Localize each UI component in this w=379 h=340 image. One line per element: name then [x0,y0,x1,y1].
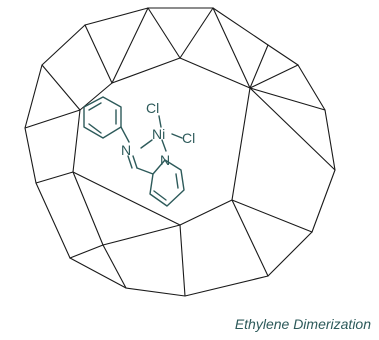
pyridine-ring [149,159,185,207]
chlorine-top-label: Cl [146,100,159,116]
pyridine-nitrogen-label: N [160,152,170,168]
chlorine-right-label: Cl [182,130,195,146]
polyhedral-cage [24,7,336,297]
nickel-complex [83,96,185,207]
nickel-label: Ni [152,126,165,142]
imine-nitrogen-label: N [121,142,131,158]
reaction-caption: Ethylene Dimerization [234,316,371,332]
